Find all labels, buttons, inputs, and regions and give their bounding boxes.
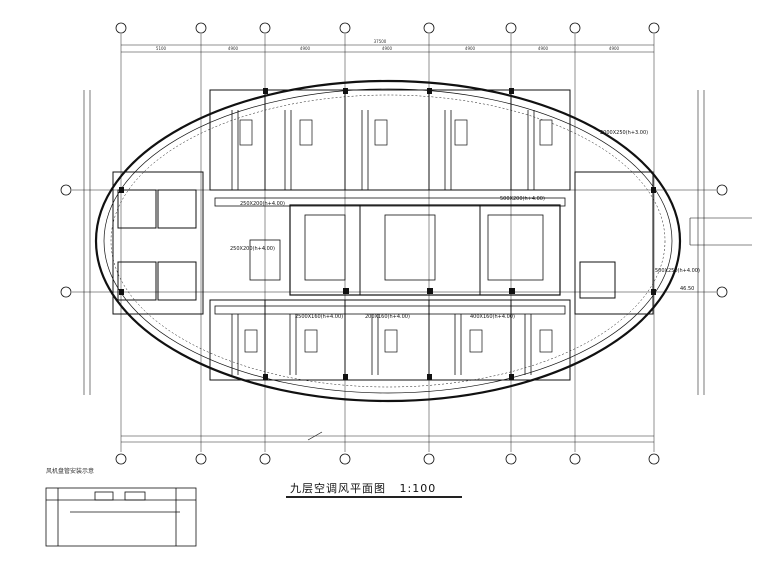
building-outline <box>94 79 682 403</box>
dim-seg-7: 4900 <box>609 46 620 51</box>
duct-label-6: 400X160(h+4.00) <box>470 314 515 320</box>
fan-coil-units <box>239 119 553 353</box>
structural-columns <box>119 88 656 380</box>
dim-seg-1: 5100 <box>156 46 167 51</box>
dim-seg-6: 4900 <box>538 46 549 51</box>
duct-label-4: 250X200(h+4.00) <box>230 246 275 252</box>
dim-seg-4: 4900 <box>382 46 393 51</box>
drawing-caption-text: 九层空调风平面图 <box>290 482 386 495</box>
drawing-caption: 九层空调风平面图 1:100 <box>290 480 436 496</box>
dim-seg-2: 4900 <box>228 46 239 51</box>
duct-label-7: 200X160(h+4.00) <box>365 314 410 320</box>
caption-underline <box>286 496 462 498</box>
detail-title: 风机盘管安装示意 <box>46 468 95 475</box>
duct-label-2: 2000X250(h+3.00) <box>600 130 648 136</box>
dim-total: 37500 <box>374 39 387 44</box>
dim-seg-3: 4900 <box>300 46 311 51</box>
duct-label-8: 500X200(h+4.00) <box>500 196 545 202</box>
right-annotation <box>689 217 752 246</box>
ducts <box>214 110 566 375</box>
duct-label-3: 500X250(h+4.00) <box>655 268 700 274</box>
duct-label-5: 2500X160(h+4.00) <box>295 314 343 320</box>
dimension-chain-top <box>83 44 705 443</box>
leader-line <box>307 431 323 441</box>
duct-label-1: 250X200(h+4.00) <box>240 201 285 207</box>
grid-lines <box>72 34 716 452</box>
detail-section <box>45 487 197 547</box>
elevation-note: 46.50 <box>680 286 694 292</box>
dim-seg-5: 4900 <box>465 46 476 51</box>
drawing-scale: 1:100 <box>399 482 437 495</box>
top-grid-axis <box>60 22 728 465</box>
interior-walls <box>112 89 654 381</box>
